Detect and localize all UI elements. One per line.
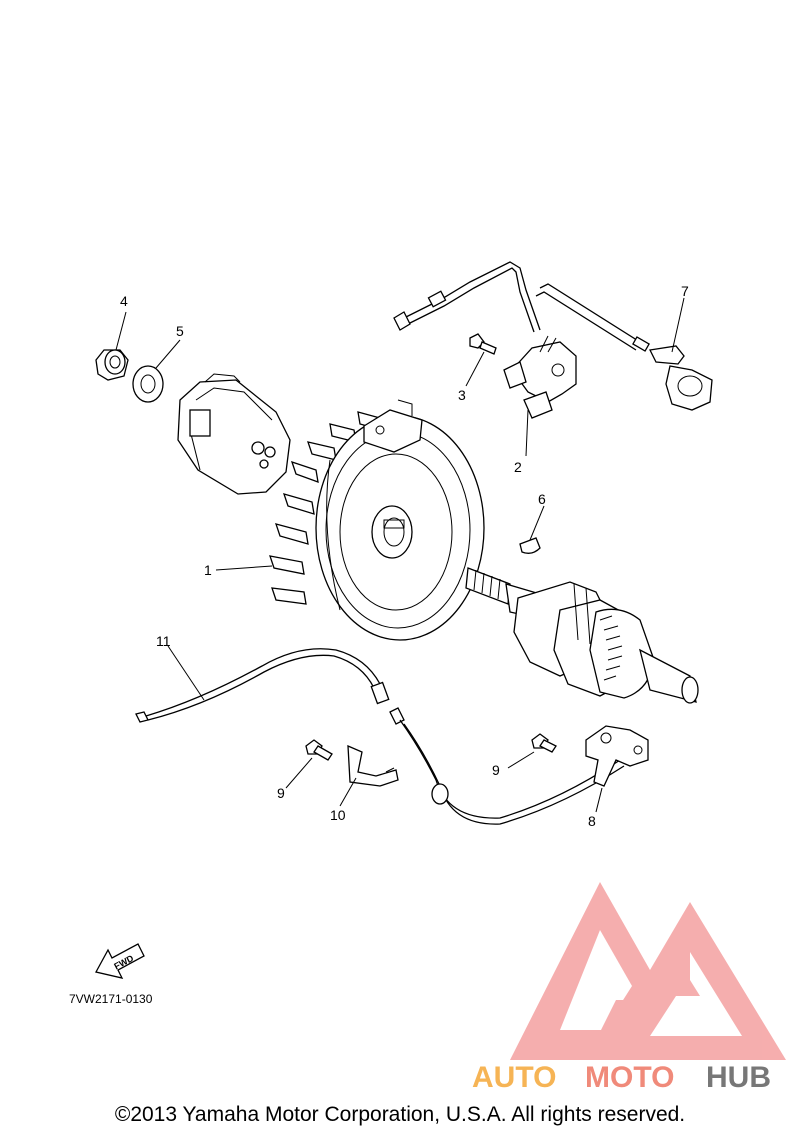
part-flywheel [269,399,485,641]
part-nut [95,349,129,381]
watermark-logo-icon [510,882,786,1060]
copyright-notice: ©2013 Yamaha Motor Corporation, U.S.A. A… [114,1103,686,1126]
callout-2: 2 [514,459,522,475]
leader-lines [115,297,685,813]
callout-6: 6 [538,491,546,507]
callout-1: 1 [204,562,212,578]
brand-moto: MOTO [585,1061,674,1094]
brand-hub: HUB [706,1061,771,1094]
diagram-part-code: 7VW2171-0130 [69,992,153,1006]
fwd-arrow-icon: FWD [95,943,145,979]
part-bolt-right [531,733,557,753]
callout-7: 7 [681,283,689,299]
part-washer [132,365,164,403]
part-pulser-coil [389,707,649,825]
part-lead-wire [135,648,390,723]
part-crankshaft [465,567,699,704]
part-starter-pulley [177,373,291,495]
part-plug-cap [649,345,713,411]
callout-5: 5 [176,323,184,339]
callout-10: 10 [330,807,346,823]
part-woodruff-key [519,537,541,554]
callout-3: 3 [458,387,466,403]
part-ignition-coil [503,335,577,419]
part-clamp [347,744,399,787]
part-bolt-coil [469,333,497,355]
callout-9-right: 9 [492,762,500,778]
watermark-brand: AUTO MOTO HUB [472,1061,771,1094]
callout-9-left: 9 [277,785,285,801]
part-high-tension-cord [393,261,650,352]
callout-8: 8 [588,813,596,829]
callout-4: 4 [120,293,128,309]
brand-auto: AUTO [472,1061,556,1094]
callout-11: 11 [156,633,171,649]
part-bolt-left [305,739,333,761]
